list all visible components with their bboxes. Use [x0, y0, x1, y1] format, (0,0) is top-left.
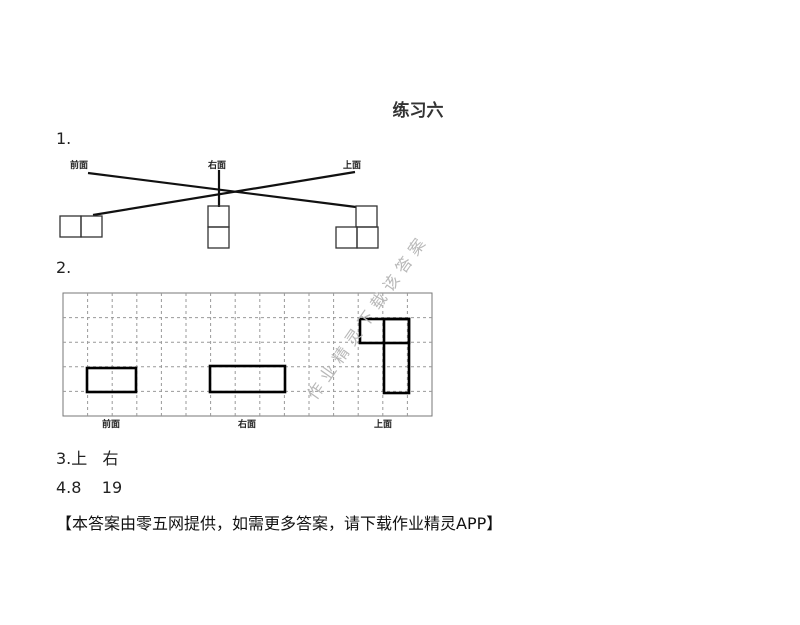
q2-answer-right: [208, 364, 287, 394]
page-title: 练习六: [392, 101, 444, 121]
q3-number: 3.: [56, 449, 72, 468]
q4-number: 4.: [56, 478, 72, 497]
q3-answer: 上 右: [71, 449, 119, 468]
q1-shape-c: [335, 205, 379, 249]
q2-number: 2.: [56, 258, 72, 277]
q1-label-top: 上面: [343, 159, 361, 171]
footer-notice: 【本答案由零五网提供，如需更多答案，请下载作业精灵APP】: [56, 514, 503, 533]
q1-shape-a: [59, 215, 103, 238]
q2-label-top: 上面: [374, 418, 392, 430]
q2-label-front: 前面: [102, 418, 120, 430]
q1-shape-b: [207, 205, 230, 249]
q1-number: 1.: [56, 129, 72, 148]
q3-answer-line: 3.上 右: [56, 445, 119, 469]
q2-answer-front: [85, 366, 138, 394]
q1-match-line-front: [87, 171, 357, 209]
q4-answer-line: 4.8 19: [56, 478, 122, 497]
q4-answer: 8 19: [71, 478, 123, 497]
q2-label-right: 右面: [237, 418, 256, 430]
q1-label-front: 前面: [70, 159, 88, 171]
q2-answer-top: [358, 317, 411, 395]
q1-match-line-top: [92, 170, 356, 217]
q1-label-right: 右面: [207, 159, 226, 171]
